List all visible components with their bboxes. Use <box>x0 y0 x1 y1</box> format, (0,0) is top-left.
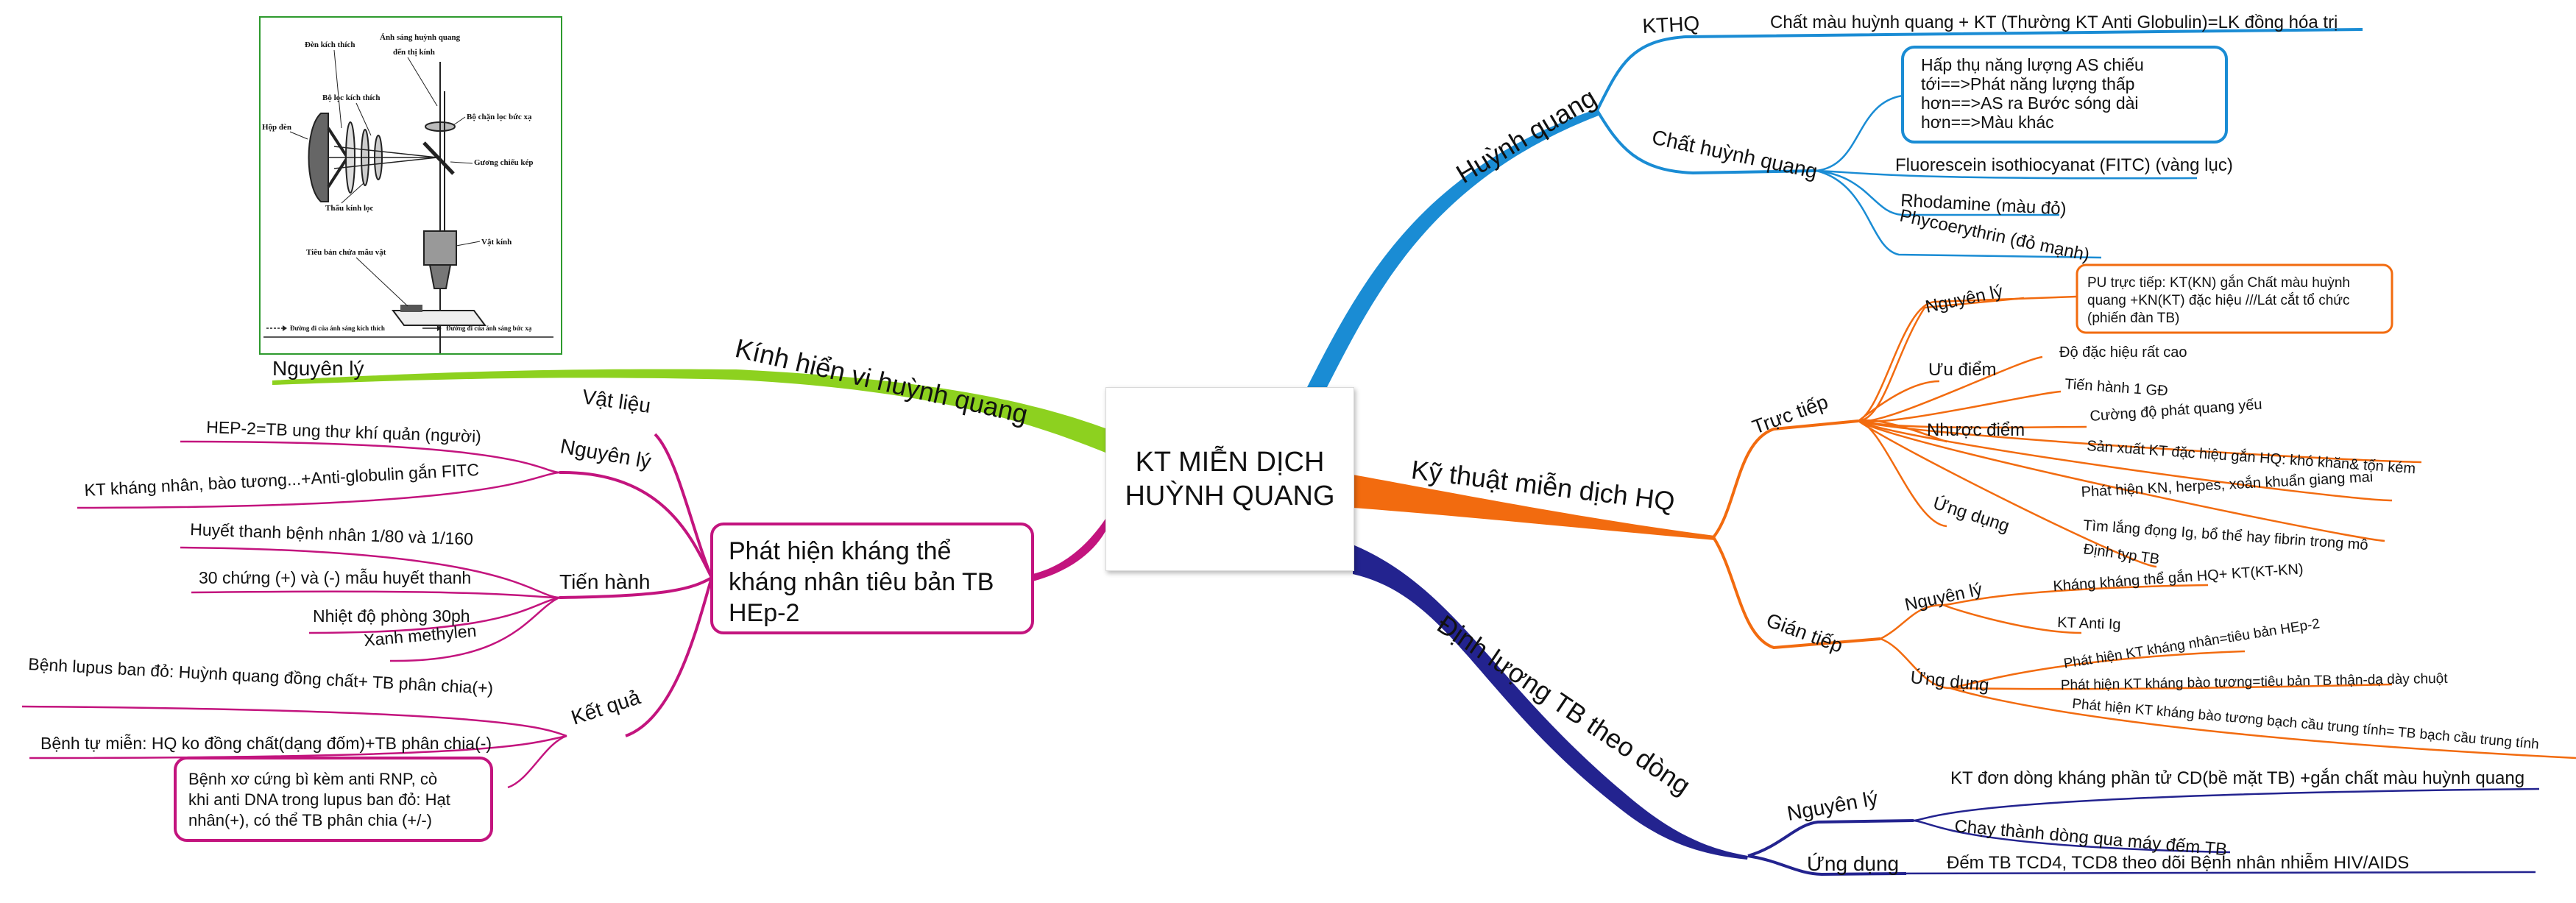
huynh-quang-title: Huỳnh quang <box>1451 82 1602 189</box>
truc-tiep-label: Trực tiếp <box>1749 391 1831 439</box>
ket-qua-label: Kết quả <box>568 685 643 729</box>
kthq-label: KTHQ <box>1642 12 1700 38</box>
fitc-item: Fluorescein isothiocyanat (FITC) (vàng l… <box>1895 155 2233 175</box>
uu-diem-label: Ưu điểm <box>1928 360 1997 380</box>
gian-tiep-label: Gián tiếp <box>1763 609 1846 656</box>
ket-qua-box <box>174 757 493 842</box>
ket-qua-box-lines: Bệnh xơ cứng bì kèm anti RNP, cò khi ant… <box>188 770 450 829</box>
truc-tiep-connectors <box>1858 295 2422 568</box>
svg-text:hơn==>AS ra Bước sóng dài: hơn==>AS ra Bước sóng dài <box>1921 93 2139 113</box>
svg-text:Bộ lọc kích thích: Bộ lọc kích thích <box>322 93 381 102</box>
svg-text:Ánh sáng huỳnh quang: Ánh sáng huỳnh quang <box>380 33 461 42</box>
svg-text:Hộp đèn: Hộp đèn <box>262 123 291 132</box>
chat-hq-box-lines: Hấp thụ năng lượng AS chiếu tới==>Phát n… <box>1921 55 2144 132</box>
svg-text:nhân(+), có thể TB phân chia (: nhân(+), có thể TB phân chia (+/-) <box>188 811 432 829</box>
dinh-luong-nl-item-1: KT đơn dòng kháng phần tử CD(bề mặt TB) … <box>1950 768 2524 788</box>
svg-text:HEp-2: HEp-2 <box>729 599 799 627</box>
dinh-luong-title: Định lượng TB theo dòng <box>1432 609 1696 801</box>
nhuoc-diem-label: Nhược điểm <box>1927 420 2025 440</box>
microscope-legend: Đường đi của ánh sáng kích thích Đường đ… <box>263 325 553 338</box>
phat-hien-nl-item-2: KT kháng nhân, bào tương...+Anti-globuli… <box>84 460 480 500</box>
microscope-labels: Đèn kích thích Ánh sáng huỳnh quang đến … <box>262 33 534 257</box>
ktmd-subbranches <box>1712 419 1881 650</box>
tien-hanh-item-1: Huyết thanh bệnh nhân 1/80 và 1/160 <box>190 520 474 548</box>
dinh-luong-nguyen-ly-label: Nguyên lý <box>1786 787 1880 825</box>
svg-text:PU trực tiếp: KT(KN) gắn Chất: PU trực tiếp: KT(KN) gắn Chất màu huỳnh <box>2087 275 2350 291</box>
gian-tiep-ud-item-2: Phát hiện KT kháng bào tương=tiêu bản TB… <box>2061 671 2449 693</box>
tien-hanh-item-2: 30 chứng (+) và (-) mẫu huyết thanh <box>199 568 471 587</box>
branch-dinh-luong[interactable] <box>1353 545 1748 860</box>
svg-text:Đèn kích thích: Đèn kích thích <box>305 40 355 49</box>
gian-tiep-nl-item-1: Kháng kháng thể gắn HQ+ KT(KT-KN) <box>2053 560 2304 595</box>
uu-diem-item-2: Tiến hành 1 GĐ <box>2064 376 2169 400</box>
svg-text:Hấp thụ năng lượng AS chiếu: Hấp thụ năng lượng AS chiếu <box>1921 55 2144 74</box>
chat-hq-label: Chất huỳnh quang <box>1650 126 1819 183</box>
svg-text:Đường đi của ánh sáng kích thí: Đường đi của ánh sáng kích thích <box>290 325 385 332</box>
central-topic[interactable]: KT MIỄN DỊCH HUỲNH QUANG <box>1105 387 1354 571</box>
central-topic-line-2: HUỲNH QUANG <box>1125 481 1335 511</box>
svg-text:Tiêu bản chứa mẫu vật: Tiêu bản chứa mẫu vật <box>306 248 386 257</box>
central-topic-line-1: KT MIỄN DỊCH <box>1135 447 1325 478</box>
svg-text:tới==>Phát năng lượng thấp: tới==>Phát năng lượng thấp <box>1921 74 2134 93</box>
nhuoc-diem-item-1: Cường độ phát quang yếu <box>2090 397 2262 425</box>
phat-hien-nguyen-ly-label: Nguyên lý <box>559 434 653 472</box>
branch-phat-hien[interactable] <box>1033 519 1105 581</box>
svg-text:Thấu kính lọc: Thấu kính lọc <box>325 204 374 213</box>
svg-text:hơn==>Màu khác: hơn==>Màu khác <box>1921 113 2054 132</box>
branch-kinh-hien-vi[interactable] <box>272 369 1105 453</box>
svg-text:Phát hiện kháng thể: Phát hiện kháng thể <box>729 537 951 565</box>
kinh-hien-vi-nguyen-ly: Nguyên lý <box>272 357 364 380</box>
svg-text:Gương chiếu kép: Gương chiếu kép <box>474 158 534 167</box>
dinh-luong-ung-dung-label: Ứng dụng <box>1807 852 1899 875</box>
kthq-text: Chất màu huỳnh quang + KT (Thường KT Ant… <box>1770 13 2338 32</box>
huynh-quang-subbranches <box>1596 28 2363 175</box>
svg-text:(phiến đàn TB): (phiến đàn TB) <box>2087 311 2179 326</box>
gian-tiep-nguyen-ly-label: Nguyên lý <box>1903 579 1984 615</box>
phat-hien-title-box[interactable] <box>710 523 1034 634</box>
truc-tiep-nguyen-ly-box-lines: PU trực tiếp: KT(KN) gắn Chất màu huỳnh … <box>2087 275 2350 326</box>
phat-hien-title-lines: Phát hiện kháng thể kháng nhân tiêu bản … <box>729 537 994 627</box>
svg-text:quang +KN(KT) đặc hiệu ///Lát: quang +KN(KT) đặc hiệu ///Lát cắt tổ chứ… <box>2087 292 2350 308</box>
gian-tiep-connectors <box>1880 584 2576 759</box>
dinh-luong-ud-item-1: Đếm TB TCD4, TCD8 theo dõi Bệnh nhân nhi… <box>1947 853 2409 873</box>
microscope-leader-lines <box>289 49 481 307</box>
vat-lieu-label: Vật liệu <box>581 385 652 417</box>
chat-hq-definition-box <box>1901 46 2228 144</box>
lamp-housing-shape <box>308 113 329 202</box>
svg-text:khi anti DNA trong lupus ban đ: khi anti DNA trong lupus ban đỏ: Hạt <box>188 790 450 809</box>
ket-qua-item-2: Bệnh tự miễn: HQ ko đồng chất(dạng đốm)+… <box>40 734 492 753</box>
truc-tiep-ung-dung-label: Ứng dụng <box>1931 493 2011 537</box>
branch-huynh-quang[interactable] <box>1306 109 1599 392</box>
microscope-schematic: Đèn kích thích Ánh sáng huỳnh quang đến … <box>262 33 553 364</box>
truc-tiep-nguyen-ly-box <box>2076 263 2393 334</box>
truc-tiep-nguyen-ly-label: Nguyên lý <box>1924 281 2005 317</box>
svg-text:đến thị kính: đến thị kính <box>393 48 435 57</box>
svg-text:Bệnh xơ cứng bì kèm anti RNP,: Bệnh xơ cứng bì kèm anti RNP, cò <box>188 770 437 788</box>
gian-tiep-nl-item-2: KT Anti Ig <box>2057 615 2121 633</box>
fluorescence-microscope-figure: Đèn kích thích Ánh sáng huỳnh quang đến … <box>259 16 562 364</box>
svg-text:Vật kính: Vật kính <box>481 238 512 247</box>
phat-hien-subbranches <box>559 433 713 737</box>
tien-hanh-label: Tiến hành <box>559 570 651 593</box>
gian-tiep-ung-dung-label: Ứng dụng <box>1909 667 1989 695</box>
gian-tiep-ud-item-3: Phát hiện KT kháng bào tương bạch cầu tr… <box>2072 696 2540 752</box>
ket-qua-item-1: Bệnh lupus ban đỏ: Huỳnh quang đồng chất… <box>28 654 494 698</box>
ung-dung-item-3: Định typ TB <box>2082 541 2160 567</box>
svg-text:Bộ chặn lọc bức xạ: Bộ chặn lọc bức xạ <box>467 113 532 121</box>
tien-hanh-item-3: Nhiệt độ phòng 30ph <box>313 606 470 626</box>
chat-hq-connectors <box>1816 94 2198 259</box>
svg-text:kháng nhân tiêu bản TB: kháng nhân tiêu bản TB <box>729 568 994 596</box>
svg-text:Đường đi của ánh sáng bức xạ: Đường đi của ánh sáng bức xạ <box>446 325 532 332</box>
dinh-luong-subbranches <box>1747 819 1914 877</box>
uu-diem-item-1: Độ đặc hiệu rất cao <box>2059 344 2187 361</box>
branch-ktmd[interactable] <box>1353 475 1715 540</box>
